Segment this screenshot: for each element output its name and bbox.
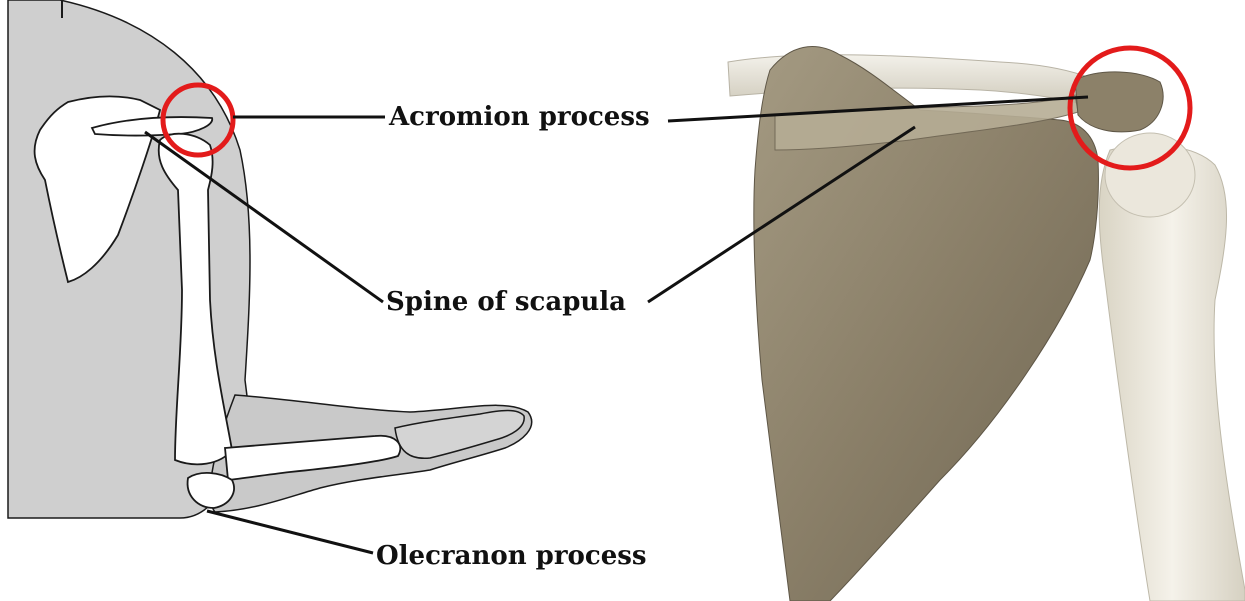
- acromion-process-label: Acromion process: [389, 104, 650, 130]
- olecranon-leader: [207, 511, 373, 553]
- right-bone-rendering: [728, 47, 1245, 601]
- humerus-bone: [1099, 145, 1245, 601]
- acromion-bone: [1075, 72, 1163, 132]
- humeral-head: [1105, 133, 1195, 217]
- spine-of-scapula-label: Spine of scapula: [386, 289, 626, 315]
- left-line-drawing: [8, 0, 532, 518]
- olecranon-process-label: Olecranon process: [376, 543, 647, 569]
